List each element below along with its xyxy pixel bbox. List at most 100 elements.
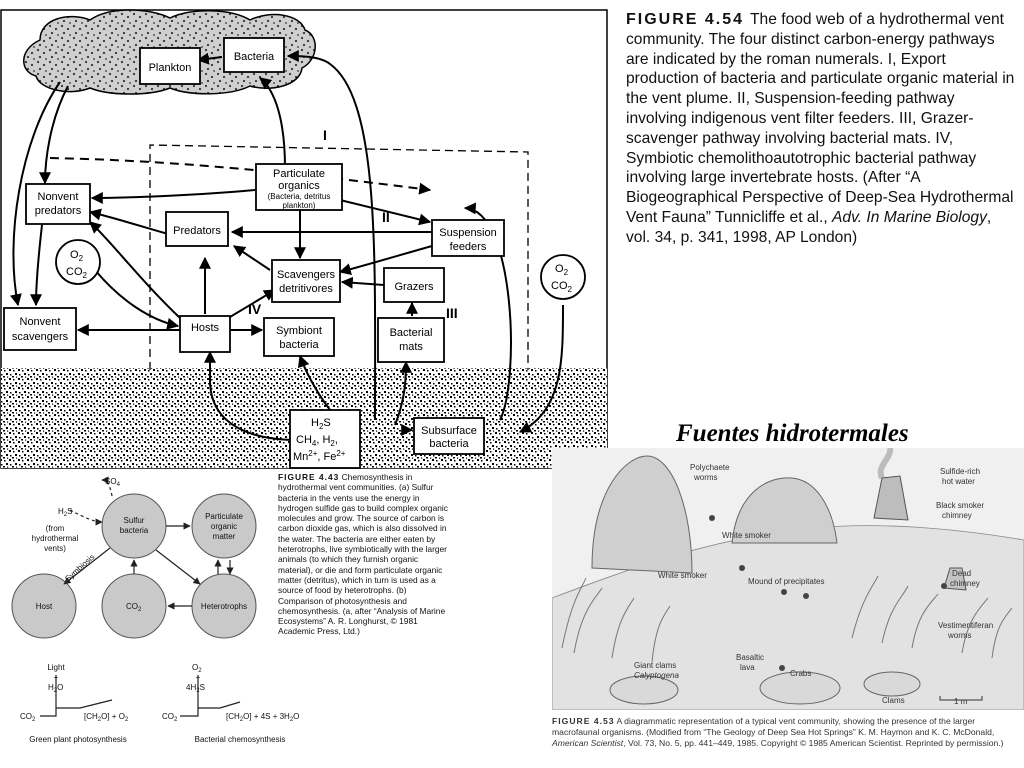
co2-right: CO2 xyxy=(551,280,573,294)
predators-label: Predators xyxy=(173,225,221,237)
white-smoker-label-2: White smoker xyxy=(658,571,707,580)
o2-left: O2 xyxy=(70,249,84,263)
bacterial-mats-label: Bacterial xyxy=(390,327,433,339)
mound-label: Mound of precipitates xyxy=(748,577,825,586)
chemosynthesis-diagram: Sulfur bacteria Particulate organic matt… xyxy=(0,470,556,768)
numeral-1: I xyxy=(323,127,327,143)
heterotrophs-label: Heterotrophs xyxy=(201,602,247,611)
black-smoker-label: Black smoker xyxy=(936,501,984,510)
bc-co2-label: CO2 xyxy=(162,712,178,723)
vestimentiferan-worms-label: worms xyxy=(947,631,972,640)
fuentes-title: Fuentes hidrotermales xyxy=(676,420,909,447)
particulate-matter-node xyxy=(191,493,257,559)
particulate-organics-box xyxy=(255,163,343,211)
nonvent-scavengers-box xyxy=(3,307,77,351)
numeral-4: IV xyxy=(248,301,262,317)
sulfur-bacteria-label-2: bacteria xyxy=(120,526,149,535)
sulfur-bacteria-label: Sulfur xyxy=(124,516,145,525)
plus-label-2: + xyxy=(196,673,201,682)
giant-clams-label: Giant clams xyxy=(634,661,676,670)
nonvent-predators-label-2: predators xyxy=(35,205,82,217)
light-label: Light xyxy=(47,663,65,672)
figure-443-caption: FIGURE 4.43 Chemosynthesis in hydrotherm… xyxy=(278,472,448,637)
vestimentiferan-label: Vestimentiferan xyxy=(938,621,993,630)
white-smoker-label: White smoker xyxy=(722,531,771,540)
particulate-label: Particulate xyxy=(273,168,325,180)
o2-co2-circle-left xyxy=(55,239,101,285)
hot-water-label: hot water xyxy=(942,477,975,486)
particulate-matter-label: Particulate xyxy=(205,512,243,521)
white-smoker-mound xyxy=(731,477,838,544)
hosts-box xyxy=(179,315,231,353)
particulate-matter-label-3: matter xyxy=(213,532,236,541)
figure-453-label: FIGURE 4.53 xyxy=(552,716,615,726)
so4-label: SO4 xyxy=(105,477,121,488)
chem-ch4-h2: CH4, H2, xyxy=(296,434,338,448)
suspension-feeders-box xyxy=(431,219,505,257)
suspension-label: Suspension xyxy=(439,227,497,239)
sulfide-rich-label: Sulfide-rich xyxy=(940,467,980,476)
bacteria-label: Bacteria xyxy=(234,51,275,63)
figure-443-text: Chemosynthesis in hydrothermal vent comm… xyxy=(278,472,448,637)
plankton-box xyxy=(139,47,201,85)
basaltic-label: Basaltic xyxy=(736,653,764,662)
particulate-label-4: plankton) xyxy=(283,201,316,210)
vent-community-illustration: Polychaete worms Sulfide-rich hot water … xyxy=(552,448,1024,710)
figure-453-caption: FIGURE 4.53 A diagrammatic representatio… xyxy=(552,716,1024,749)
host-node xyxy=(11,573,77,639)
chem-h2s: H2S xyxy=(311,417,331,431)
figure-454-journal: Adv. In Marine Biology xyxy=(832,208,987,226)
calyptogena-label: Calyptogena xyxy=(634,671,679,680)
bc-h2s-label: 4H2S xyxy=(186,683,205,694)
lava-label: lava xyxy=(740,663,755,672)
subsurface-label: Subsurface xyxy=(421,425,477,437)
host-label: Host xyxy=(36,602,53,611)
scavengers-label-2: detritivores xyxy=(279,283,333,295)
co2-node-label: CO2 xyxy=(126,602,142,613)
particulate-matter-label-2: organic xyxy=(211,522,237,531)
co2-left: CO2 xyxy=(66,266,88,280)
plus-label: + xyxy=(54,673,59,682)
nonvent-scavengers-label-2: scavengers xyxy=(12,331,69,343)
figure-454-text-end: , vol. 34, p. 341, 1998, AP London) xyxy=(626,208,992,246)
symbiont-label: Symbiont xyxy=(276,325,322,337)
subsurface-label-2: bacteria xyxy=(429,438,469,450)
crabs-label: Crabs xyxy=(790,669,811,678)
bacterial-mats-label-2: mats xyxy=(399,341,423,353)
suspension-label-2: feeders xyxy=(450,241,487,253)
particulate-label-2: organics xyxy=(278,180,320,192)
gp-co2-label: CO2 xyxy=(20,712,36,723)
polychaete-label: Polychaete xyxy=(690,463,730,472)
bc-o2-label: O2 xyxy=(192,663,202,674)
grazers-label: Grazers xyxy=(394,281,434,293)
nonvent-predators-box xyxy=(25,183,91,225)
scavengers-box xyxy=(271,259,341,303)
grazers-box xyxy=(383,267,445,303)
chem-mn-fe: Mn2+, Fe2+ xyxy=(293,449,346,463)
numeral-3: III xyxy=(446,305,458,321)
particulate-label-3: (Bacteria, detritus xyxy=(268,192,331,201)
dead-chimney xyxy=(943,567,967,591)
o2-co2-circle-right xyxy=(540,254,586,300)
nonvent-predators-label: Nonvent xyxy=(38,191,79,203)
clams-label: Clams xyxy=(882,696,905,705)
scale-bar xyxy=(939,696,983,701)
nonvent-scavengers-label: Nonvent xyxy=(20,316,61,328)
from-label-2: hydrothermal xyxy=(32,534,79,543)
subsurface-bacteria-box xyxy=(413,417,485,455)
scavengers-label: Scavengers xyxy=(277,269,336,281)
bacteria-box xyxy=(223,37,285,73)
figure-453-text: A diagrammatic representation of a typic… xyxy=(552,716,995,737)
h2s-label: H2S xyxy=(58,507,72,518)
chemicals-box xyxy=(289,409,361,469)
predators-box xyxy=(165,211,229,247)
from-label: (from xyxy=(46,524,65,533)
figure-453-text-end: , Vol. 73, No. 5, pp. 441–449, 1985. Cop… xyxy=(623,738,1004,748)
from-label-3: vents) xyxy=(44,544,66,553)
chimney-label: chimney xyxy=(942,511,972,520)
bc-product-label: [CH2O] + 4S + 3H2O xyxy=(226,712,299,723)
scale-label: 1 m xyxy=(954,697,968,706)
green-plant-caption: Green plant photosynthesis xyxy=(29,735,126,744)
black-smoker-chimney xyxy=(873,475,909,521)
